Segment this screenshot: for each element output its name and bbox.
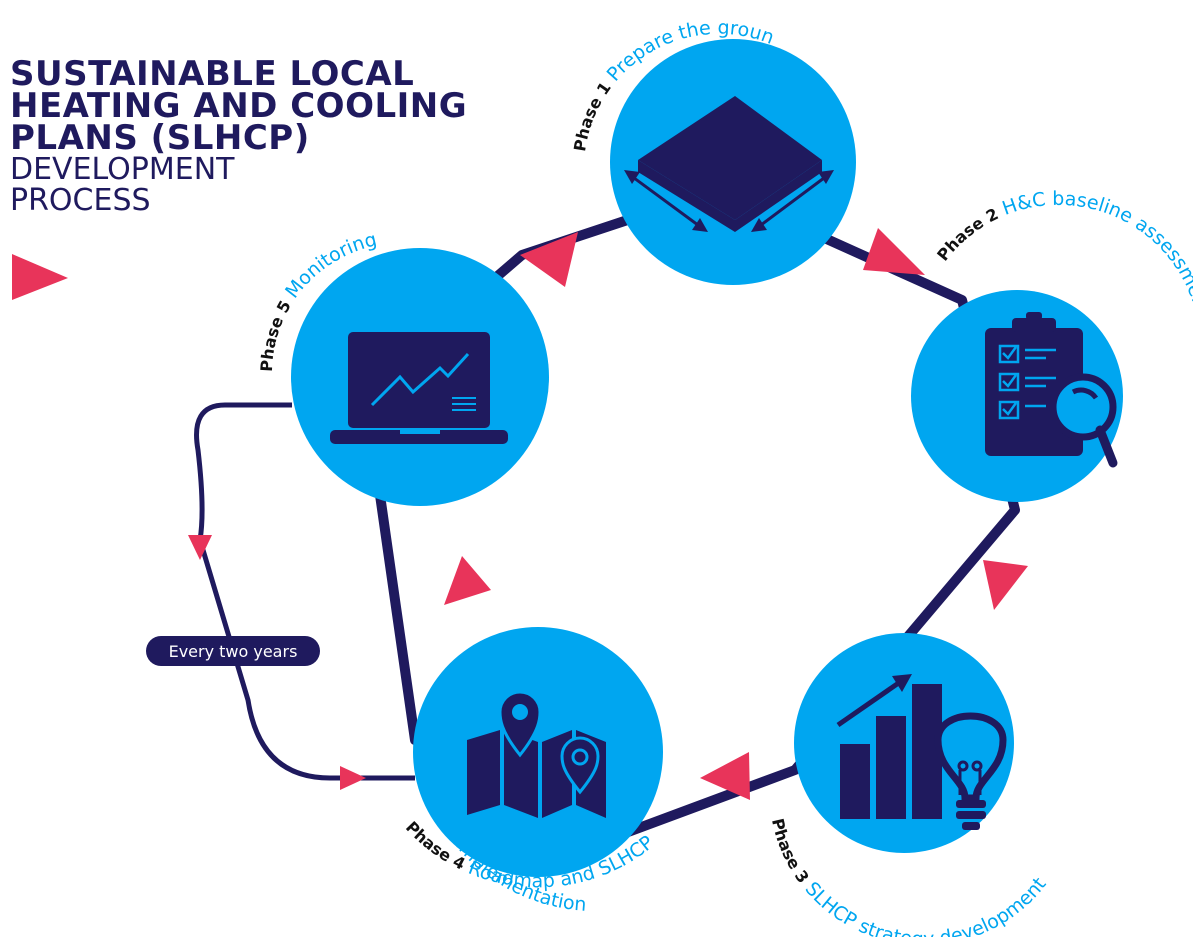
- phase-2-prefix: Phase 2: [933, 204, 1001, 264]
- tile-with-arrows-icon: [624, 96, 834, 232]
- arrow-p1-to-p2: [863, 228, 925, 275]
- arrow-loop-down: [188, 535, 212, 560]
- bar-chart-lightbulb-icon: [836, 674, 1007, 830]
- phase-1-prefix: Phase 1: [570, 78, 615, 152]
- arrow-loop-right: [340, 766, 366, 790]
- phase-2-label: Phase 2 H&C baseline assessment: [933, 188, 1193, 318]
- title-line-2: HEATING AND COOLING: [10, 86, 468, 126]
- title-pointer-arrow: [12, 254, 68, 300]
- map-pins-icon: [467, 690, 606, 818]
- arrow-p4-to-p5: [444, 556, 491, 605]
- clipboard-magnifier-icon: [985, 312, 1118, 468]
- title-line-1: SUSTAINABLE LOCAL: [10, 54, 415, 94]
- title-line-4: DEVELOPMENT: [10, 152, 235, 187]
- arrow-p5-to-p1: [520, 232, 578, 287]
- phase-3-prefix: Phase 3: [768, 817, 813, 887]
- title-line-5: PROCESS: [10, 183, 151, 218]
- arrow-p2-to-p3: [983, 560, 1028, 610]
- loop-label: Every two years: [169, 642, 298, 661]
- title-line-3: PLANS (SLHCP): [10, 118, 310, 158]
- arrow-p3-to-p4: [700, 752, 750, 800]
- phase-3-name: SLHCP strategy development: [801, 873, 1051, 937]
- laptop-chart-icon: [330, 332, 508, 444]
- diagram-title: SUSTAINABLE LOCAL HEATING AND COOLING PL…: [10, 54, 468, 218]
- loop-label-pill: Every two years: [146, 636, 320, 666]
- monitoring-loop-path: [194, 402, 415, 781]
- phase-5-prefix: Phase 5: [257, 297, 295, 372]
